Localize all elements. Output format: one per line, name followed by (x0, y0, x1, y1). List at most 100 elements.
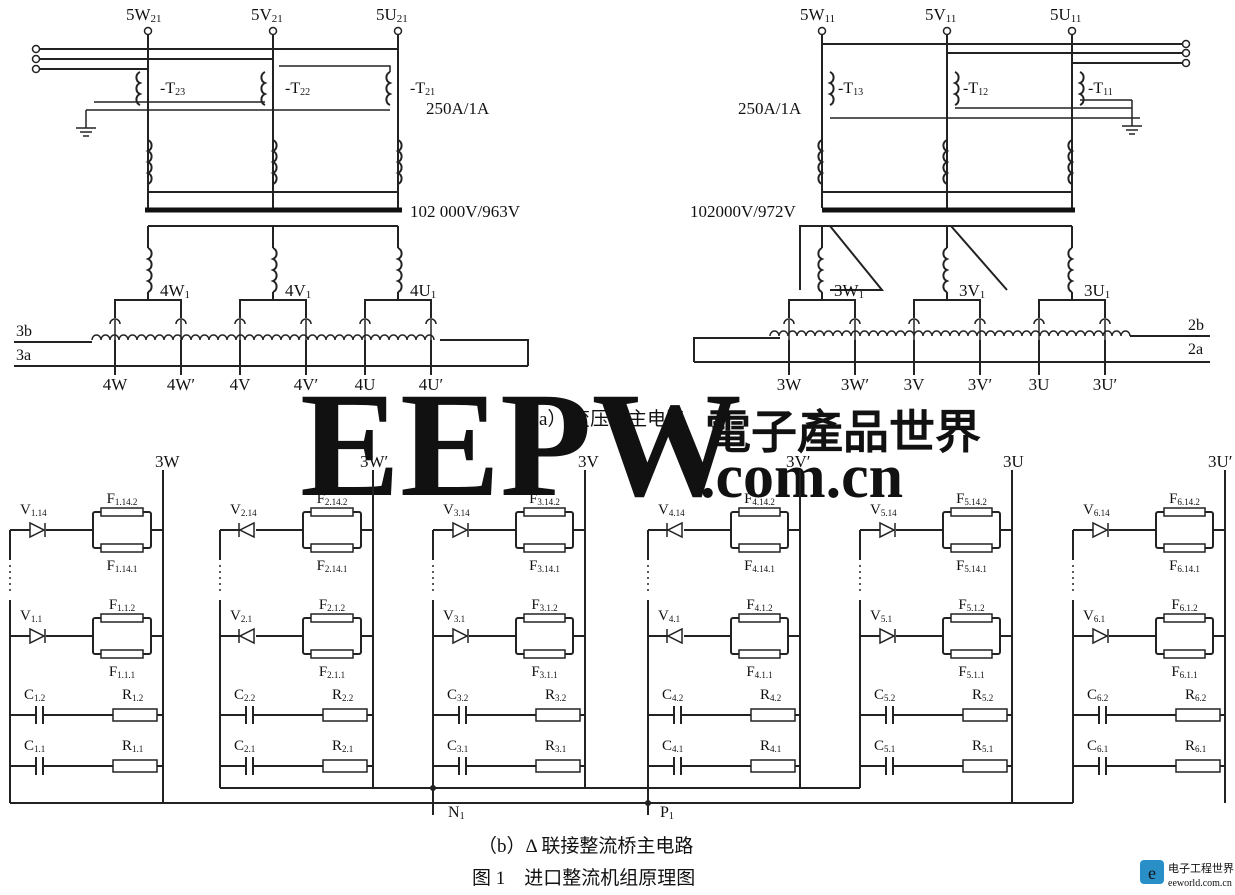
resistor-label: R6.1 (1185, 738, 1206, 754)
bus-reactor-coil (769, 330, 1131, 337)
fuse-icon (738, 543, 781, 553)
output-label: 3W (777, 375, 803, 394)
transformer-rating: 102000V/972V (690, 202, 797, 221)
fuse-icon (100, 649, 144, 659)
wire (109, 318, 121, 325)
resistor-icon (962, 708, 1008, 722)
tap-coil-icon (1099, 318, 1111, 340)
diode-label: V5.14 (870, 502, 897, 518)
diode-label: V6.1 (1083, 608, 1105, 624)
input-terminal (1181, 39, 1191, 49)
terminal-left-2 (393, 26, 403, 36)
resistor-label: R2.1 (332, 738, 353, 754)
fuse-icon (523, 649, 566, 659)
fuse-label: F6.14.2 (1169, 491, 1200, 507)
resistor-label: R4.2 (760, 687, 781, 703)
fuse-icon (738, 613, 781, 623)
wire (175, 318, 187, 325)
tap-coil-icon (1033, 318, 1045, 340)
fuse-icon (523, 613, 566, 623)
fuse-label: F1.14.1 (107, 558, 138, 574)
capacitor-label: C3.2 (447, 687, 468, 703)
n1-junction (430, 785, 436, 791)
wire (234, 318, 246, 325)
input-terminal (31, 64, 41, 74)
current-transformer-coil (260, 71, 268, 106)
fuse-label: F1.1.1 (109, 664, 135, 680)
fuse-icon (950, 613, 993, 623)
fuse-label: F2.1.2 (319, 597, 345, 613)
ground-icon (76, 120, 96, 137)
wire (849, 318, 861, 325)
ct-label: -T23 (160, 80, 185, 98)
fuse-icon (310, 649, 354, 659)
fuse-label: F3.14.2 (529, 491, 560, 507)
resistor-label: R1.2 (122, 687, 143, 703)
diode-label: V1.1 (20, 608, 42, 624)
output-label: 3U (1029, 375, 1050, 394)
wire (364, 299, 432, 318)
diode-label: V3.1 (443, 608, 465, 624)
output-label: 4W′ (167, 375, 195, 394)
capacitor-label: C4.1 (662, 738, 683, 754)
eeworld-mark-icon (1140, 860, 1164, 884)
fuse-label: F4.14.1 (744, 558, 775, 574)
resistor-icon (750, 759, 796, 773)
fuse-icon (310, 613, 354, 623)
fuse-icon (1163, 613, 1206, 623)
diode-icon (666, 627, 683, 645)
input-terminal (1181, 48, 1191, 58)
wire (908, 318, 920, 325)
wire (788, 299, 856, 318)
resistor-icon (322, 708, 368, 722)
diode-label: V4.1 (658, 608, 680, 624)
terminal-right-0 (817, 26, 827, 36)
resistor-icon (1175, 759, 1221, 773)
secondary-label: 3U1 (1084, 281, 1110, 301)
capacitor-label: C6.2 (1087, 687, 1108, 703)
terminal-label-right-2: 5U11 (1050, 5, 1081, 25)
phase-label-0: 3W (155, 452, 181, 471)
fuse-icon (950, 507, 993, 517)
input-terminal (31, 54, 41, 64)
fuse-icon (100, 613, 144, 623)
wire (913, 299, 981, 318)
capacitor-label: C5.2 (874, 687, 895, 703)
fuse-group (942, 511, 1001, 549)
diode-label: V1.14 (20, 502, 47, 518)
diode-label: V2.1 (230, 608, 252, 624)
terminal-label-right-0: 5W11 (800, 5, 835, 25)
tap-coil-icon (908, 318, 920, 340)
bus-label: 3a (16, 347, 31, 364)
primary-winding (270, 139, 278, 185)
phase-label-4: 3U (1003, 452, 1024, 471)
fuse-icon (523, 507, 566, 517)
fuse-label: F3.14.1 (529, 558, 560, 574)
terminal-left-1 (268, 26, 278, 36)
diode-icon (666, 521, 683, 539)
resistor-icon (962, 759, 1008, 773)
diode-label: V3.14 (443, 502, 470, 518)
capacitor-label: C2.1 (234, 738, 255, 754)
capacitor-label: C3.1 (447, 738, 468, 754)
eeworld-mark-letter: e (1148, 863, 1156, 883)
resistor-label: R5.2 (972, 687, 993, 703)
output-label: 3V (904, 375, 926, 394)
fuse-label: F5.14.1 (956, 558, 987, 574)
fuse-group (92, 617, 152, 655)
resistor-label: R6.2 (1185, 687, 1206, 703)
tap-coil-icon (974, 318, 986, 340)
fuse-label: F6.14.1 (1169, 558, 1200, 574)
bus-label: 2a (1188, 341, 1203, 358)
tap-coil-icon (849, 318, 861, 340)
wire (279, 65, 391, 72)
eeworld-url: eeworld.com.cn (1168, 878, 1232, 889)
wire (239, 299, 307, 318)
bus-label-n1: N1 (448, 804, 465, 822)
watermark-cn: 電子產品世界 (705, 407, 981, 458)
